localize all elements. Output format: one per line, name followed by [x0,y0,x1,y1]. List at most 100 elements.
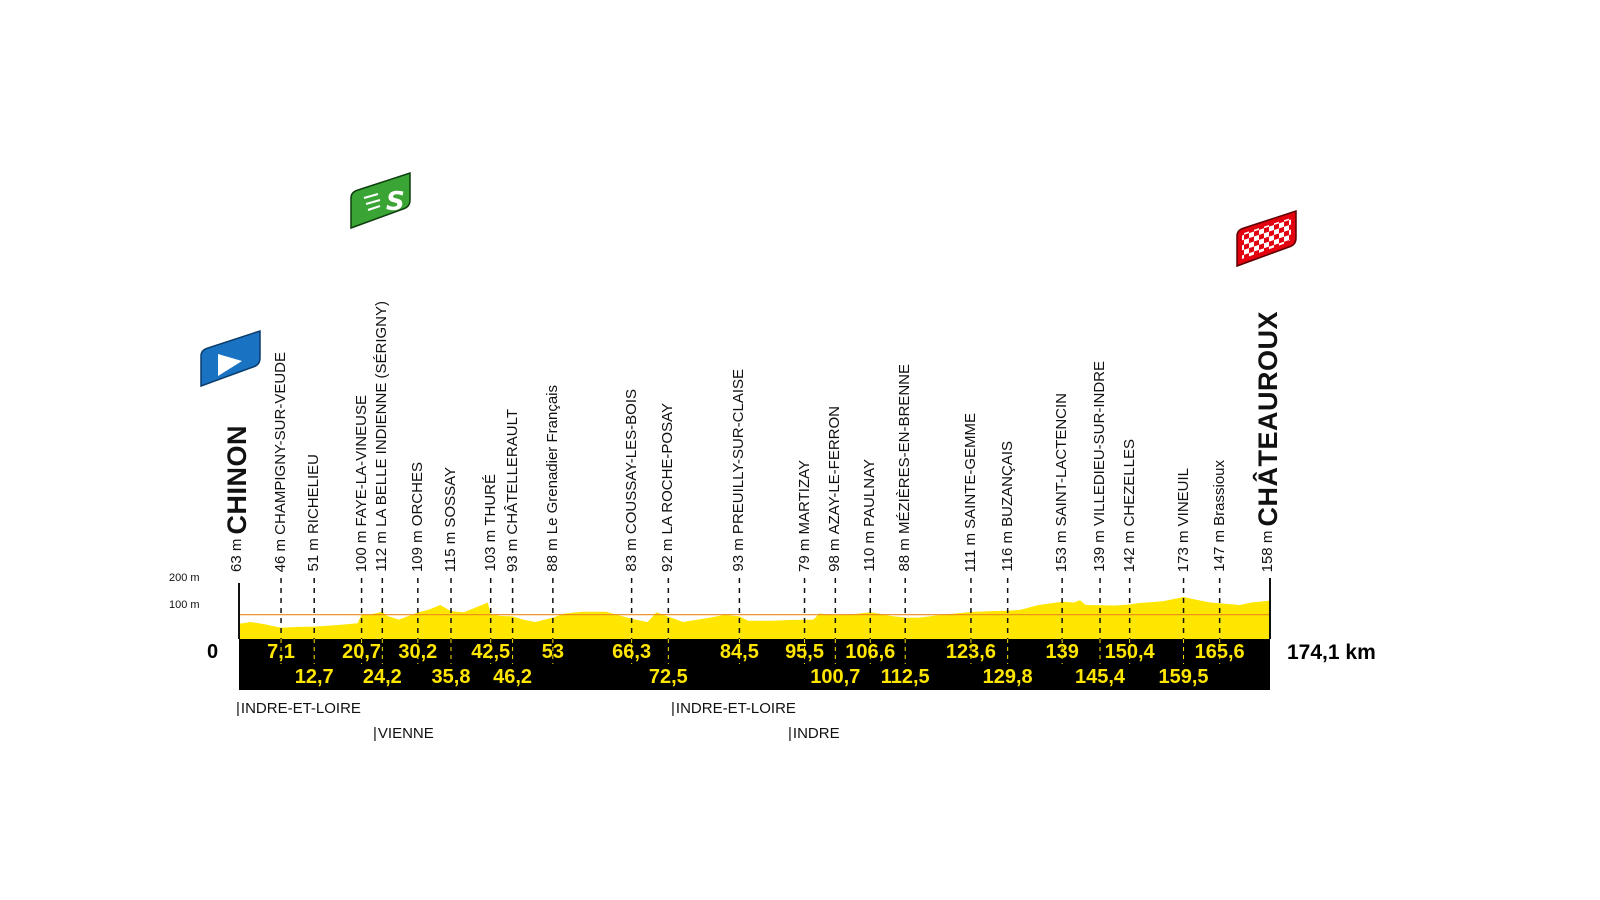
km-label: 66,3 [612,641,652,663]
waypoint-label: 109 m ORCHES [409,462,427,572]
finish-flag-icon [1236,209,1297,268]
km-label: 20,7 [342,641,382,663]
y-tick-200: 200 m [169,572,200,584]
waypoint-label: 98 m AZAY-LE-FERRON [826,406,844,572]
waypoint-label: 63 m CHINON [222,425,252,572]
waypoint-label: 153 m SAINT-LACTENCIN [1053,393,1071,572]
waypoint-elevation: 63 m [228,534,245,572]
waypoint-elevation: 173 m [1174,526,1192,572]
waypoint-label: 93 m PREUILLY-SUR-CLAISE [730,369,748,572]
department-label: VIENNE [373,725,434,742]
total-distance-label: 174,1 km [1287,641,1376,664]
km-label: 7,1 [267,641,295,663]
waypoint-elevation: 139 m [1091,526,1109,572]
waypoint-name: MARTIZAY [795,460,813,535]
km-label: 53 [541,641,564,663]
km-label: 129,8 [982,666,1033,688]
km-label: 150,4 [1104,641,1155,663]
waypoint-elevation: 109 m [408,526,426,572]
waypoint-label: 158 m CHÂTEAUROUX [1253,311,1283,572]
waypoint-label: 93 m CHÂTELLERAULT [504,409,522,572]
waypoint-name: VINEUIL [1174,467,1192,527]
svg-text:S: S [386,187,405,217]
waypoint-elevation: 98 m [826,534,844,572]
waypoint-elevation: 100 m [352,526,370,572]
waypoint-label: 112 m LA BELLE INDIENNE (SÉRIGNY) [373,301,391,572]
waypoint-label: 103 m THURÉ [482,474,500,572]
waypoint-label: 46 m CHAMPIGNY-SUR-VEUDE [272,352,290,572]
waypoint-label: 88 m MÉZIÈRES-EN-BRENNE [896,364,914,572]
waypoint-name: AZAY-LE-FERRON [826,406,844,535]
waypoint-elevation: 116 m [998,527,1016,572]
waypoint-label: 100 m FAYE-LA-VINEUSE [353,395,371,572]
waypoint-elevation: 112 m [373,527,391,572]
department-label: INDRE-ET-LOIRE [671,700,796,717]
sprint-flag-icon: S [350,171,411,230]
km-label: 165,6 [1194,641,1245,663]
km-label: 12,7 [294,666,334,688]
waypoint-label: 111 m SAINTE-GEMME [962,413,980,572]
waypoint-elevation: 46 m [272,534,290,572]
waypoint-name: CHEZELLES [1120,438,1138,527]
waypoint-name: VILLEDIEU-SUR-INDRE [1091,361,1109,527]
waypoint-elevation: 111 m [961,528,979,572]
waypoint-elevation: 93 m [503,534,521,572]
waypoint-name: LA BELLE INDIENNE (SÉRIGNY) [373,301,391,528]
km-label: 159,5 [1158,666,1209,688]
waypoint-name: BUZANÇAIS [998,441,1016,528]
km-label: 72,5 [648,666,688,688]
km-label: 42,5 [471,641,511,663]
waypoint-label: 147 m Brassioux [1211,460,1229,572]
waypoint-name: LA ROCHE-POSAY [659,403,677,535]
km-label: 123,6 [945,641,996,663]
waypoint-elevation: 147 m [1210,526,1228,572]
elevation-profile-area [239,597,1270,639]
waypoint-label: 51 m RICHELIEU [305,454,323,572]
km-label: 95,5 [785,641,824,663]
km-label: 35,8 [431,666,471,688]
waypoint-elevation: 110 m [861,527,879,572]
distance-band [239,639,1270,690]
waypoint-label: 173 m VINEUIL [1175,468,1193,572]
waypoint-elevation: 93 m [730,534,748,572]
y-tick-100: 100 m [169,599,200,611]
waypoint-elevation: 158 m [1259,526,1276,572]
waypoint-name: CHÂTEAUROUX [1253,310,1283,527]
waypoint-name: CHAMPIGNY-SUR-VEUDE [272,351,290,535]
waypoint-name: PREUILLY-SUR-CLAISE [730,369,748,535]
waypoint-label: 79 m MARTIZAY [796,460,814,572]
km-label: 145,4 [1075,666,1126,688]
km-label: 30,2 [398,641,438,663]
km-label: 46,2 [493,666,533,688]
waypoint-name: THURÉ [481,474,499,527]
waypoint-elevation: 83 m [622,534,640,572]
waypoint-elevation: 153 m [1053,526,1071,572]
waypoint-elevation: 142 m [1120,526,1138,572]
waypoint-elevation: 115 m [442,527,459,572]
waypoint-name: MÉZIÈRES-EN-BRENNE [896,364,914,535]
waypoint-elevation: 79 m [795,534,813,572]
km-label: 106,6 [845,641,896,663]
waypoint-label: 116 m BUZANÇAIS [999,441,1017,572]
waypoint-name: RICHELIEU [305,454,323,535]
start-flag-icon [200,329,261,388]
waypoint-name: Le Grenadier Français [543,385,561,535]
waypoint-label: 83 m COUSSAY-LES-BOIS [623,389,641,572]
km-label: 112,5 [880,666,930,688]
waypoint-name: CHÂTELLERAULT [503,408,521,535]
waypoint-name: COUSSAY-LES-BOIS [622,389,640,535]
waypoint-name: SOSSAY [442,466,459,528]
km-label: 24,2 [362,666,402,688]
waypoint-label: 142 m CHEZELLES [1121,439,1139,572]
waypoint-label: 139 m VILLEDIEU-SUR-INDRE [1091,361,1109,572]
waypoint-name: PAULNAY [861,459,879,528]
department-label: INDRE [788,725,840,742]
km-label: 100,7 [810,666,861,688]
km-label: 84,5 [719,641,759,663]
waypoint-label: 110 m PAULNAY [861,459,879,572]
waypoint-elevation: 92 m [659,534,677,572]
km-label: 139 [1045,641,1079,663]
waypoint-label: 88 m Le Grenadier Français [544,385,562,572]
waypoint-name: ORCHES [408,461,426,527]
